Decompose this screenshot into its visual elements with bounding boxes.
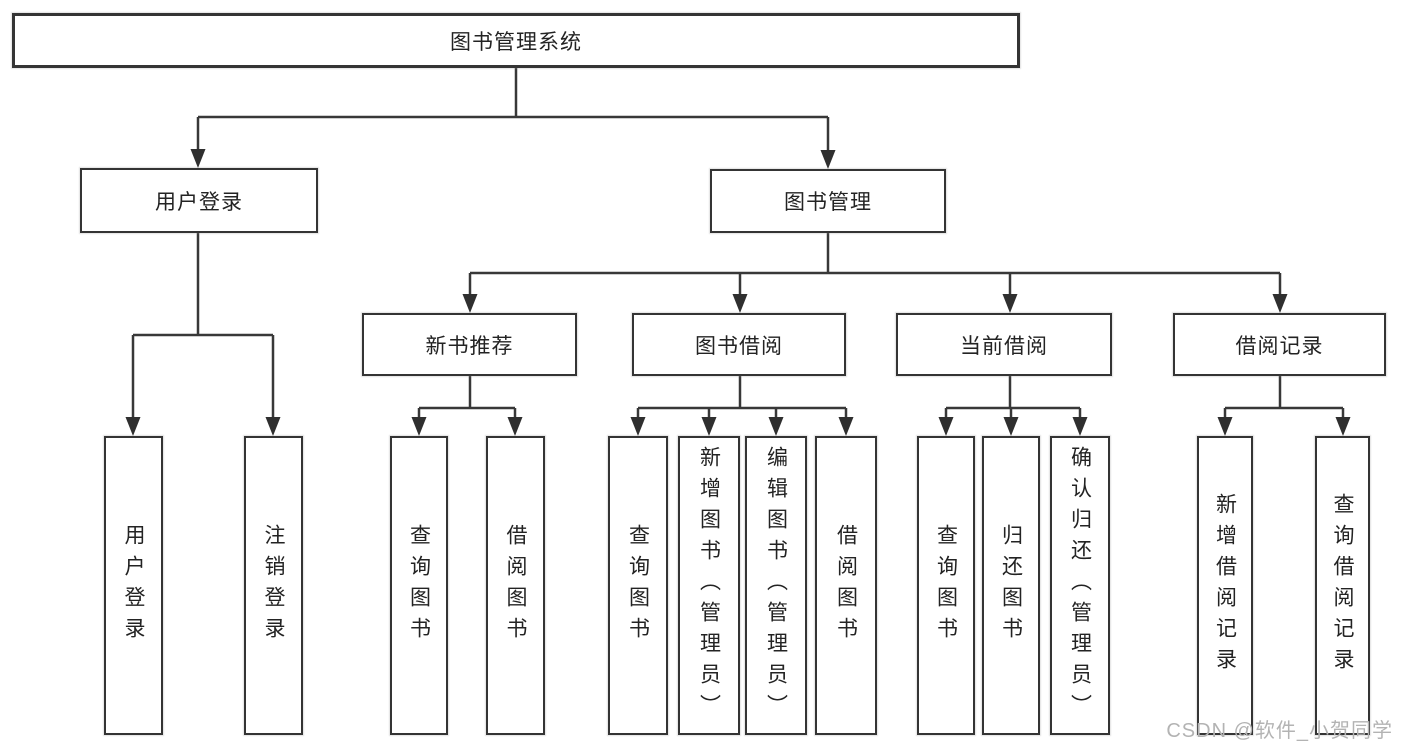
leaf-label: 新增图书（管理员）: [697, 446, 721, 725]
node-label: 借阅记录: [1235, 334, 1324, 358]
leaf-add-books-admin: 新增图书（管理员）: [678, 436, 740, 735]
node-label: 用户登录: [155, 190, 243, 214]
leaf-logout: 注销登录: [244, 436, 303, 735]
node-borrow-records: 借阅记录: [1173, 313, 1386, 376]
leaf-label: 编辑图书（管理员）: [764, 446, 788, 725]
leaf-user-login: 用户登录: [104, 436, 163, 735]
leaf-label: 用户登录: [122, 523, 145, 648]
node-book-borrow: 图书借阅: [632, 313, 846, 376]
node-library-management-system: 图书管理系统: [12, 13, 1020, 68]
leaf-query-borrow-record: 查询借阅记录: [1315, 436, 1370, 735]
leaf-query-books-current: 查询图书: [917, 436, 975, 735]
leaf-borrow-books-recommend: 借阅图书: [486, 436, 545, 735]
node-current-borrow: 当前借阅: [896, 313, 1112, 376]
leaf-edit-books-admin: 编辑图书（管理员）: [745, 436, 807, 735]
node-label: 图书管理系统: [450, 30, 582, 54]
leaf-label: 查询图书: [407, 523, 431, 648]
node-label: 当前借阅: [960, 334, 1048, 358]
leaf-label: 注销登录: [262, 523, 285, 648]
node-user-login: 用户登录: [80, 168, 318, 233]
leaf-label: 归还图书: [999, 523, 1023, 648]
leaf-query-books-borrow: 查询图书: [608, 436, 668, 735]
leaf-label: 借阅图书: [504, 523, 527, 648]
leaf-label: 查询图书: [626, 523, 650, 648]
leaf-add-borrow-record: 新增借阅记录: [1197, 436, 1253, 735]
node-label: 新书推荐: [425, 334, 514, 358]
leaf-label: 借阅图书: [834, 523, 858, 648]
node-label: 图书管理: [784, 191, 872, 214]
leaf-query-books-recommend: 查询图书: [390, 436, 448, 735]
leaf-borrow-books: 借阅图书: [815, 436, 877, 735]
csdn-watermark: CSDN @软件_小贺同学: [1166, 720, 1393, 742]
node-book-management: 图书管理: [710, 169, 946, 233]
leaf-label: 新增借阅记录: [1213, 492, 1237, 679]
leaf-label: 查询借阅记录: [1331, 492, 1354, 679]
leaf-confirm-return-admin: 确认归还（管理员）: [1050, 436, 1110, 735]
leaf-return-books: 归还图书: [982, 436, 1040, 735]
node-new-book-recommend: 新书推荐: [362, 313, 577, 376]
node-label: 图书借阅: [695, 334, 783, 358]
leaf-label: 确认归还（管理员）: [1068, 446, 1092, 725]
leaf-label: 查询图书: [934, 523, 958, 648]
